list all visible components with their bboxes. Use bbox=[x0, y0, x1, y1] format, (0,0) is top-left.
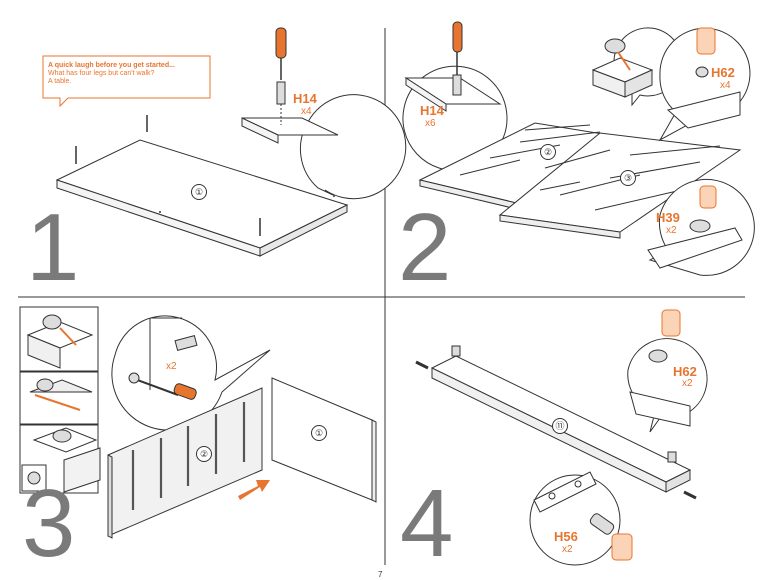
panel-id: ⑪ bbox=[552, 418, 568, 434]
hand-icon bbox=[611, 533, 633, 561]
joke-note: A quick laugh before you get started... … bbox=[48, 62, 208, 86]
hardware-qty: x6 bbox=[425, 118, 436, 129]
note-line-1: A quick laugh before you get started... bbox=[48, 62, 175, 69]
step2-illustration bbox=[402, 21, 755, 276]
step-number-3: 3 bbox=[22, 470, 76, 577]
hand-icon bbox=[699, 185, 717, 209]
hand-icon bbox=[696, 27, 716, 55]
step-number-1: 1 bbox=[26, 194, 80, 301]
hardware-code: H39 bbox=[656, 210, 680, 225]
step4-illustration bbox=[415, 309, 708, 566]
hardware-code: H62 bbox=[711, 65, 735, 80]
zoom-bubble-1 bbox=[299, 94, 407, 200]
step-number-4: 4 bbox=[400, 470, 454, 577]
step-number-2: 2 bbox=[398, 194, 452, 301]
panel-id: ② bbox=[540, 144, 556, 160]
hardware-code: H62 bbox=[673, 364, 697, 379]
panel-id: ② bbox=[196, 446, 212, 462]
hand-icon bbox=[661, 309, 681, 337]
hardware-qty: x2 bbox=[682, 378, 693, 389]
screwdriver-icon bbox=[452, 21, 463, 53]
hardware-code: H14 bbox=[420, 103, 444, 118]
hardware-code: H14 bbox=[293, 91, 317, 106]
hardware-qty: x2 bbox=[666, 225, 677, 236]
screwdriver-icon bbox=[275, 27, 287, 59]
note-bubble bbox=[42, 55, 211, 108]
hardware-qty: x2 bbox=[562, 544, 573, 555]
note-line-2: What has four legs but can't walk? bbox=[48, 70, 155, 77]
hardware-qty: x2 bbox=[166, 361, 177, 372]
step3-illustration bbox=[19, 306, 377, 539]
hardware-qty: x4 bbox=[301, 106, 312, 117]
note-line-3: A table. bbox=[48, 78, 72, 85]
arrow-icon bbox=[238, 480, 270, 500]
panel-id: ① bbox=[311, 425, 327, 441]
screwdriver-icon bbox=[173, 383, 197, 400]
panel-id: ① bbox=[191, 184, 207, 200]
hardware-qty: x4 bbox=[720, 80, 731, 91]
hardware-code: H56 bbox=[554, 529, 578, 544]
detail-box-2 bbox=[19, 371, 99, 425]
panel-id: ③ bbox=[620, 170, 636, 186]
page-number: 7 bbox=[378, 570, 383, 579]
